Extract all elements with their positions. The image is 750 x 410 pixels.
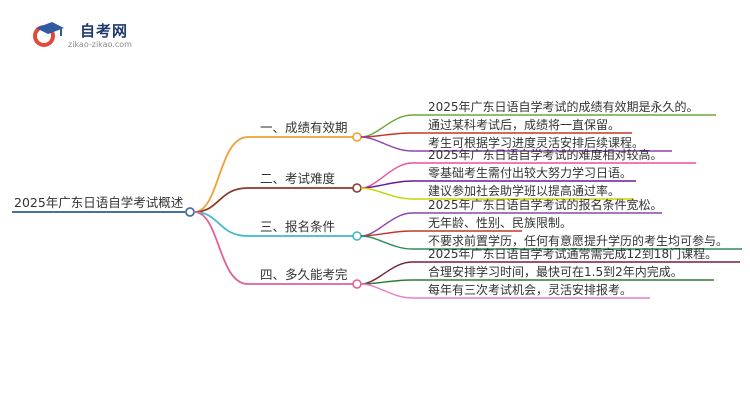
leaf-label: 2025年广东日语自学考试的报名条件宽松。 [428, 197, 663, 212]
leaf-label: 无年龄、性别、民族限制。 [428, 216, 572, 230]
branch-node [352, 132, 362, 142]
leaf-label: 2025年广东日语自学考试通常需完成12到18门课程。 [428, 246, 717, 261]
leaf-connector [360, 283, 413, 299]
root-node [185, 207, 195, 217]
leaf-connector [360, 180, 413, 189]
branch-label: 二、考试难度 [260, 171, 336, 186]
logo: 自考网 zikao-zikao.com [30, 18, 170, 54]
leaf-label: 合理安排学习时间，最快可在1.5到2年内完成。 [428, 264, 683, 279]
leaf-label: 每年有三次考试机会，灵活安排报考。 [428, 282, 632, 297]
leaf-connector [360, 230, 413, 237]
leaf-label: 考生可根据学习进度灵活安排后续课程。 [428, 135, 644, 150]
leaf-label: 2025年广东日语自学考试的成绩有效期是永久的。 [428, 99, 699, 114]
branch-connector [193, 136, 249, 213]
branch-connector [193, 211, 249, 237]
root-label: 2025年广东日语自学考试概述 [14, 195, 184, 210]
leaf-connector [360, 187, 413, 200]
leaf-connector [360, 212, 413, 237]
leaf-label: 建议参加社会助学班以提高通过率。 [428, 183, 620, 198]
branch-connector [193, 211, 249, 285]
graduation-cap-icon [33, 22, 64, 47]
leaf-label: 不要求前置学历，任何有意愿提升学历的考生均可参与。 [428, 233, 728, 248]
branch-node [352, 279, 362, 289]
branch-label: 四、多久能考完 [260, 267, 348, 282]
branch-node [352, 231, 362, 241]
branch-label: 三、报名条件 [260, 219, 335, 234]
logo-title: 自考网 [80, 22, 129, 40]
leaf-label: 通过某科考试后，成绩将一直保留。 [428, 117, 620, 132]
logo-subtitle: zikao-zikao.com [68, 40, 132, 49]
branch-node [352, 183, 362, 193]
leaf-connector [360, 136, 413, 152]
branch-connector [193, 187, 249, 213]
leaf-label: 零基础考生需付出较大努力学习日语。 [428, 165, 632, 180]
branch-label: 一、成绩有效期 [260, 120, 348, 135]
leaf-label: 2025年广东日语自学考试的难度相对较高。 [428, 147, 663, 162]
leaf-connector [360, 235, 413, 250]
